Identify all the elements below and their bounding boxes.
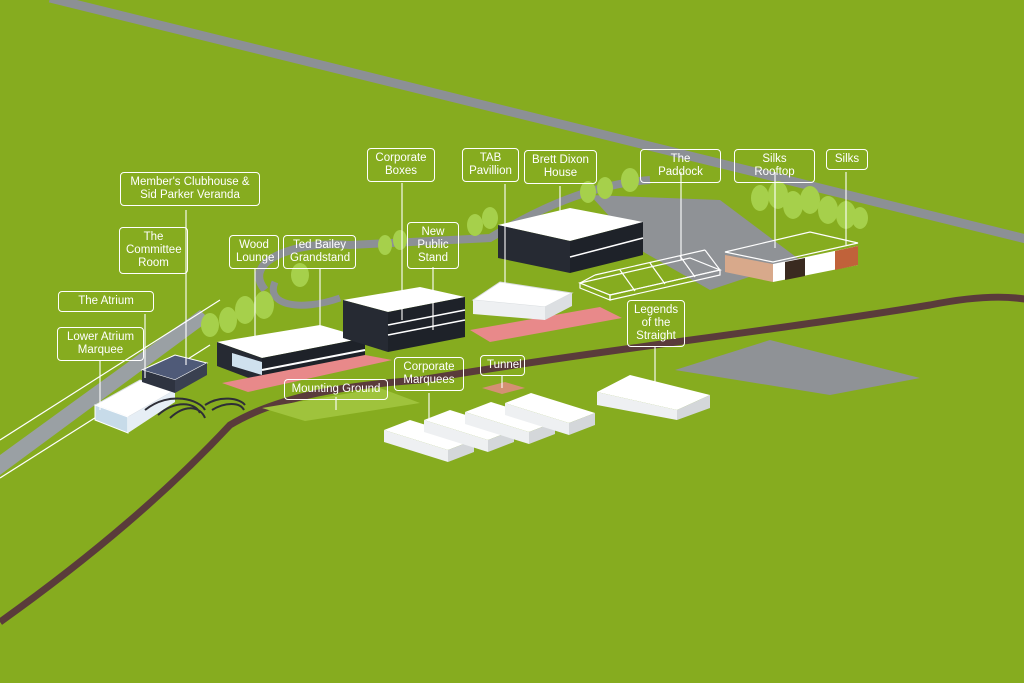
legends-marquee-side	[677, 395, 710, 420]
the-paddock-building	[577, 249, 723, 301]
grandstand-roof	[217, 325, 365, 358]
label-silks-rooftop[interactable]: Silks Rooftop	[734, 149, 815, 183]
corporate-boxes-roof	[343, 287, 465, 312]
grandstand-awning	[222, 355, 392, 392]
wood-lounge-glass	[232, 353, 262, 375]
label-members-clubhouse[interactable]: Member's Clubhouse & Sid Parker Veranda	[120, 172, 260, 206]
race-track	[0, 293, 1024, 625]
brett-dixon-house-roof	[498, 208, 643, 241]
corporate-boxes-wall	[343, 300, 388, 352]
trees	[201, 168, 868, 337]
tab-pavillion-side	[545, 293, 572, 320]
tunnel	[482, 382, 525, 394]
label-lower-atrium-marquee[interactable]: Lower Atrium Marquee	[57, 327, 144, 361]
label-wood-lounge[interactable]: Wood Lounge	[229, 235, 279, 269]
stand-stripe	[387, 319, 466, 336]
committee-room-side	[175, 363, 207, 393]
label-corporate-boxes[interactable]: Corporate Boxes	[367, 148, 435, 182]
silks-door	[785, 258, 805, 280]
committee-room-wall	[142, 370, 175, 393]
brett-dixon-stripe	[569, 237, 644, 258]
mounting-ground-area	[262, 388, 420, 421]
grandstand-stripe	[261, 349, 366, 371]
arched-walkway	[144, 397, 206, 419]
tab-pavillion-wall	[473, 300, 545, 320]
arched-walkway	[204, 397, 246, 411]
label-mounting-ground[interactable]: Mounting Ground	[284, 379, 388, 400]
label-the-atrium[interactable]: The Atrium	[58, 291, 154, 312]
label-the-paddock[interactable]: The Paddock	[640, 149, 721, 183]
loop-road	[269, 280, 342, 309]
label-tunnel[interactable]: Tunnel	[480, 355, 525, 376]
silks-side	[835, 246, 858, 270]
label-ted-bailey-grandstand[interactable]: Ted Bailey Grandstand	[283, 235, 356, 269]
label-corporate-marquees[interactable]: Corporate Marquees	[394, 357, 464, 391]
silks-roof	[724, 231, 859, 263]
fence-line	[0, 299, 221, 441]
legends-marquee-roof	[597, 375, 710, 410]
main-road	[48, 0, 1024, 244]
entry-path	[0, 310, 210, 475]
corporate-boxes-front	[388, 297, 465, 352]
label-brett-dixon-house[interactable]: Brett Dixon House	[524, 150, 597, 184]
silks-wall	[725, 255, 773, 282]
label-committee-room[interactable]: The Committee Room	[119, 227, 188, 274]
label-silks[interactable]: Silks	[826, 149, 868, 170]
new-public-stand-awning	[470, 307, 622, 342]
legends-marquee-wall	[597, 392, 677, 420]
corporate-marquees-tents	[384, 393, 595, 462]
brett-dixon-house-wall	[498, 225, 570, 273]
label-legends-of-the-straight[interactable]: Legends of the Straight	[627, 300, 685, 347]
label-new-public-stand[interactable]: New Public Stand	[407, 222, 459, 269]
infield-parking	[675, 340, 920, 395]
label-tab-pavillion[interactable]: TAB Pavillion	[462, 148, 519, 182]
stand-stripe	[387, 309, 466, 326]
